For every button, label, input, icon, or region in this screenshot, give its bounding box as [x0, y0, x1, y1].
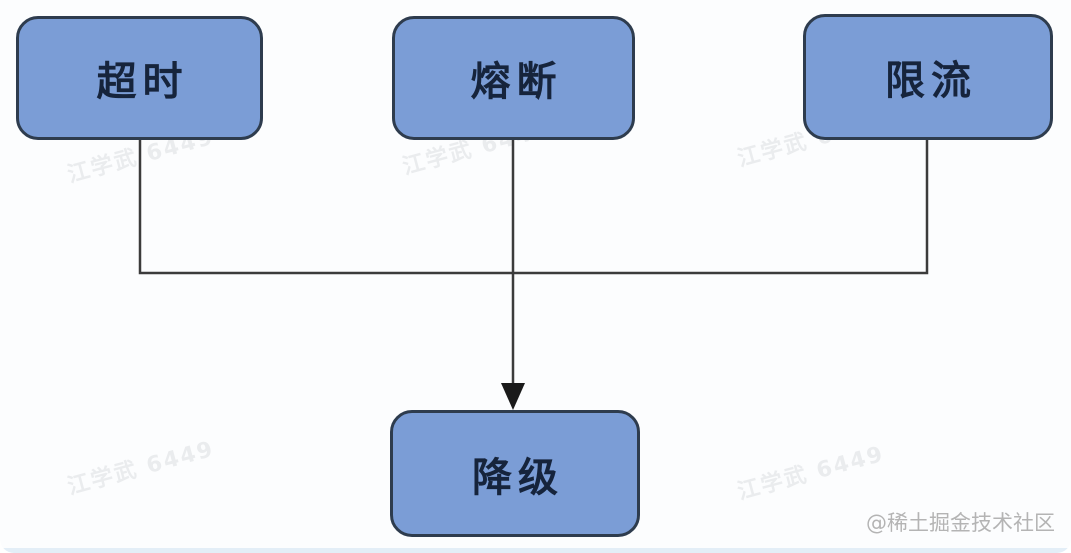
- arrowhead-icon: [501, 383, 525, 410]
- node-timeout-label: 超时: [96, 59, 189, 105]
- edge-ratelimit-to-degrade: [513, 140, 929, 275]
- node-degrade: 降级: [390, 410, 640, 537]
- edge-timeout-to-degrade: [138, 140, 513, 275]
- node-timeout: 超时: [16, 16, 263, 140]
- community-credit: @稀土掘金技术社区: [866, 511, 1055, 535]
- node-circuit-break-label: 熔断: [470, 59, 563, 105]
- node-rate-limit: 限流: [803, 14, 1053, 140]
- node-circuit-break: 熔断: [392, 16, 635, 140]
- bottom-strip-divider: [0, 548, 1071, 553]
- node-rate-limit-label: 限流: [885, 58, 977, 104]
- node-degrade-label: 降级: [472, 454, 564, 501]
